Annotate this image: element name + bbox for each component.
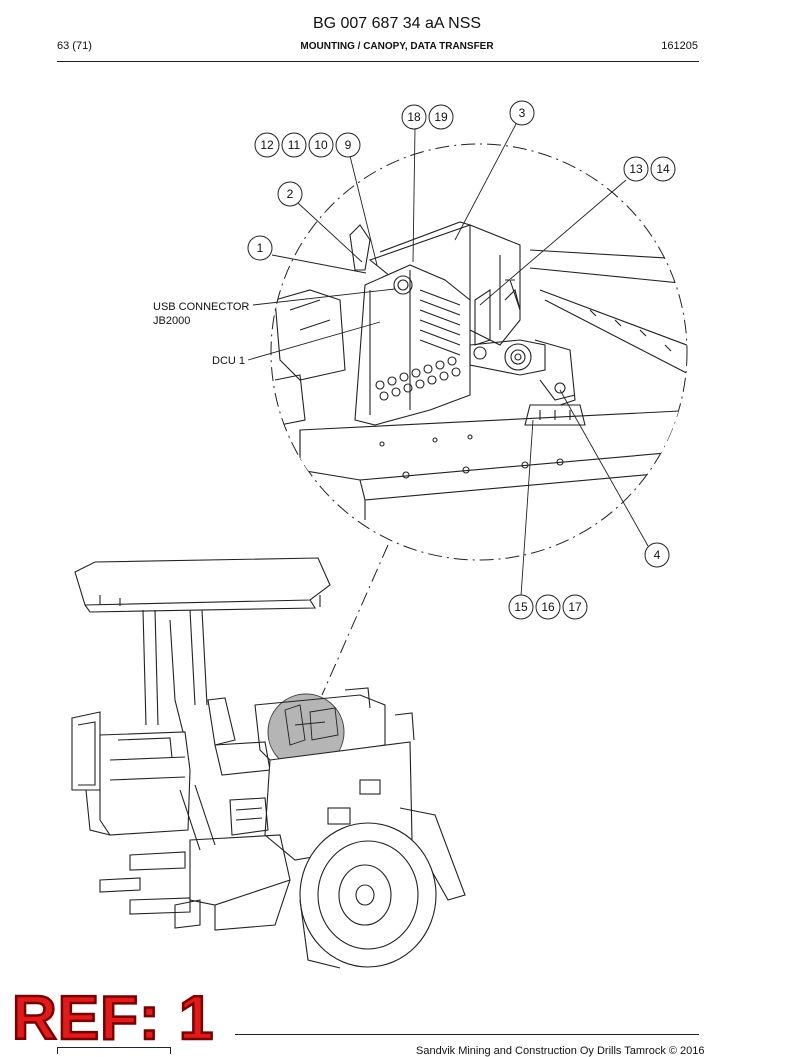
- callout-2: 2: [287, 187, 294, 201]
- logo-fragment: [57, 1047, 171, 1054]
- page-number: 63 (71): [57, 40, 92, 52]
- callout-numbers: 18 19 3 12 11 10 9 13 14 2 1 4 15 16 17: [257, 106, 670, 614]
- leader-lines: [247, 123, 649, 597]
- callout-1: 1: [257, 241, 264, 255]
- usb-connector-label: USB CONNECTOR: [153, 301, 249, 313]
- document-code: BG 007 687 34 aA NSS: [312, 15, 482, 32]
- callout-16: 16: [541, 600, 555, 614]
- callout-12: 12: [260, 138, 274, 152]
- callout-11: 11: [288, 138, 301, 152]
- footer-copyright: Sandvik Mining and Construction Oy Drill…: [416, 1045, 705, 1057]
- ref-stamp: REF: 1: [11, 984, 215, 1053]
- jb2000-label: JB2000: [153, 315, 190, 327]
- detail-leader: [321, 544, 389, 696]
- dcu-label: DCU 1: [212, 355, 245, 367]
- date-code: 161205: [661, 40, 698, 52]
- highlight-detail: [284, 704, 339, 746]
- page-title: MOUNTING / CANOPY, DATA TRANSFER: [300, 41, 494, 52]
- callout-19: 19: [434, 110, 448, 124]
- callout-18: 18: [407, 110, 421, 124]
- header-rule: [57, 61, 699, 62]
- callout-bubbles: [247, 100, 676, 620]
- callout-4: 4: [654, 548, 661, 562]
- callout-17: 17: [568, 600, 582, 614]
- detail-view: [274, 221, 687, 520]
- callout-13: 13: [629, 162, 643, 176]
- callout-15: 15: [514, 600, 528, 614]
- callout-3: 3: [519, 106, 526, 120]
- machine-drawing: [71, 557, 466, 969]
- footer-rule: [235, 1034, 699, 1035]
- callout-10: 10: [314, 138, 328, 152]
- detail-circle: [270, 143, 688, 561]
- callout-14: 14: [656, 162, 670, 176]
- callout-9: 9: [345, 138, 352, 152]
